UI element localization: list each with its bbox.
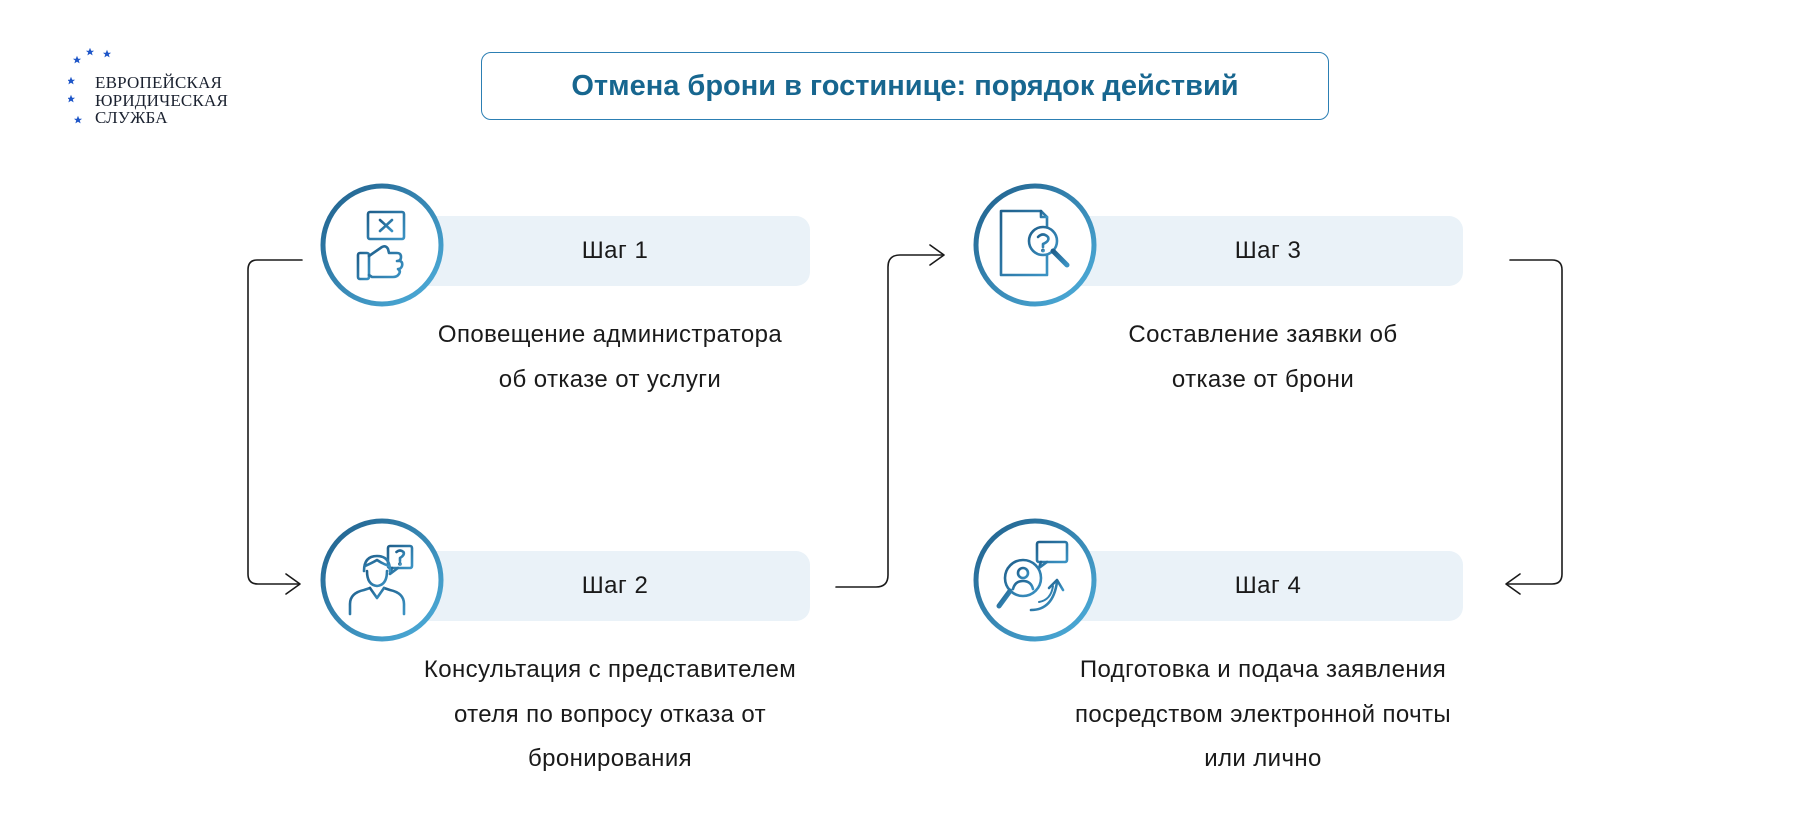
step-2-description: Консультация с представителем отеля по в… xyxy=(370,648,850,782)
step-1: Шаг 1 Оповещение администратора об отказ… xyxy=(320,183,830,443)
step-3-bar xyxy=(1063,216,1463,286)
hand-holding-cancel-sign-icon xyxy=(320,183,444,307)
title-box: Отмена брони в гостинице: порядок действ… xyxy=(481,52,1329,120)
arrow-step3-to-step4 xyxy=(1507,259,1563,585)
step-4: Шаг 4 Подготовка и подача заявления поср… xyxy=(973,518,1483,778)
step-1-description-line-2: об отказе от услуги xyxy=(498,365,722,393)
step-3: Шаг 3 Составление заявки об отказе от бр… xyxy=(973,183,1483,443)
step-2-description-line-3: бронирования xyxy=(527,745,693,772)
step-3-description-line-1: Составление заявки об xyxy=(1128,321,1398,348)
document-search-icon xyxy=(973,183,1097,307)
arrow-step2-to-step3-head xyxy=(929,244,945,266)
logo-text: ЕВРОПЕЙСКАЯ ЮРИДИЧЕСКАЯ СЛУЖБА xyxy=(95,74,228,127)
step-4-label: Шаг 4 xyxy=(1234,572,1302,599)
step-2: Шаг 2 Консультация с представителем отел… xyxy=(320,518,830,778)
step-2-label: Шаг 2 xyxy=(581,572,649,599)
step-1-description-line-1: Оповещение администратора xyxy=(437,321,783,348)
step-1-description: Оповещение администратора об отказе от у… xyxy=(370,313,850,402)
step-2-description-line-2: отеля по вопросу отказа от xyxy=(453,700,767,728)
step-4-description-line-1: Подготовка и подача заявления xyxy=(1079,656,1447,683)
logo-line-2: ЮРИДИЧЕСКАЯ xyxy=(95,90,229,110)
logo: ЕВРОПЕЙСКАЯ ЮРИДИЧЕСКАЯ СЛУЖБА xyxy=(68,48,268,138)
step-1-bar xyxy=(410,216,810,286)
arrow-step2-to-step3 xyxy=(835,254,943,588)
step-3-description-line-2: отказе от брони xyxy=(1171,365,1355,393)
step-3-label: Шаг 3 xyxy=(1234,237,1302,264)
step-2-bar xyxy=(410,551,810,621)
step-4-description-line-3: или лично xyxy=(1204,745,1322,772)
arrow-step1-to-step2-head xyxy=(285,573,301,595)
logo-line-1: ЕВРОПЕЙСКАЯ xyxy=(95,73,223,92)
consultant-question-icon xyxy=(320,518,444,642)
logo-line-3: СЛУЖБА xyxy=(95,108,168,127)
step-1-label: Шаг 1 xyxy=(581,237,649,264)
user-search-email-icon xyxy=(973,518,1097,642)
step-4-description: Подготовка и подача заявления посредство… xyxy=(1023,648,1503,782)
step-2-description-line-1: Консультация с представителем xyxy=(423,656,797,683)
step-3-description: Составление заявки об отказе от брони xyxy=(1023,313,1503,402)
page-title: Отмена брони в гостинице: порядок действ… xyxy=(571,69,1239,102)
arrow-step3-to-step4-head xyxy=(1505,573,1521,595)
step-4-description-line-2: посредством электронной почты xyxy=(1074,700,1452,728)
arrow-step1-to-step2 xyxy=(247,259,303,585)
step-4-bar xyxy=(1063,551,1463,621)
